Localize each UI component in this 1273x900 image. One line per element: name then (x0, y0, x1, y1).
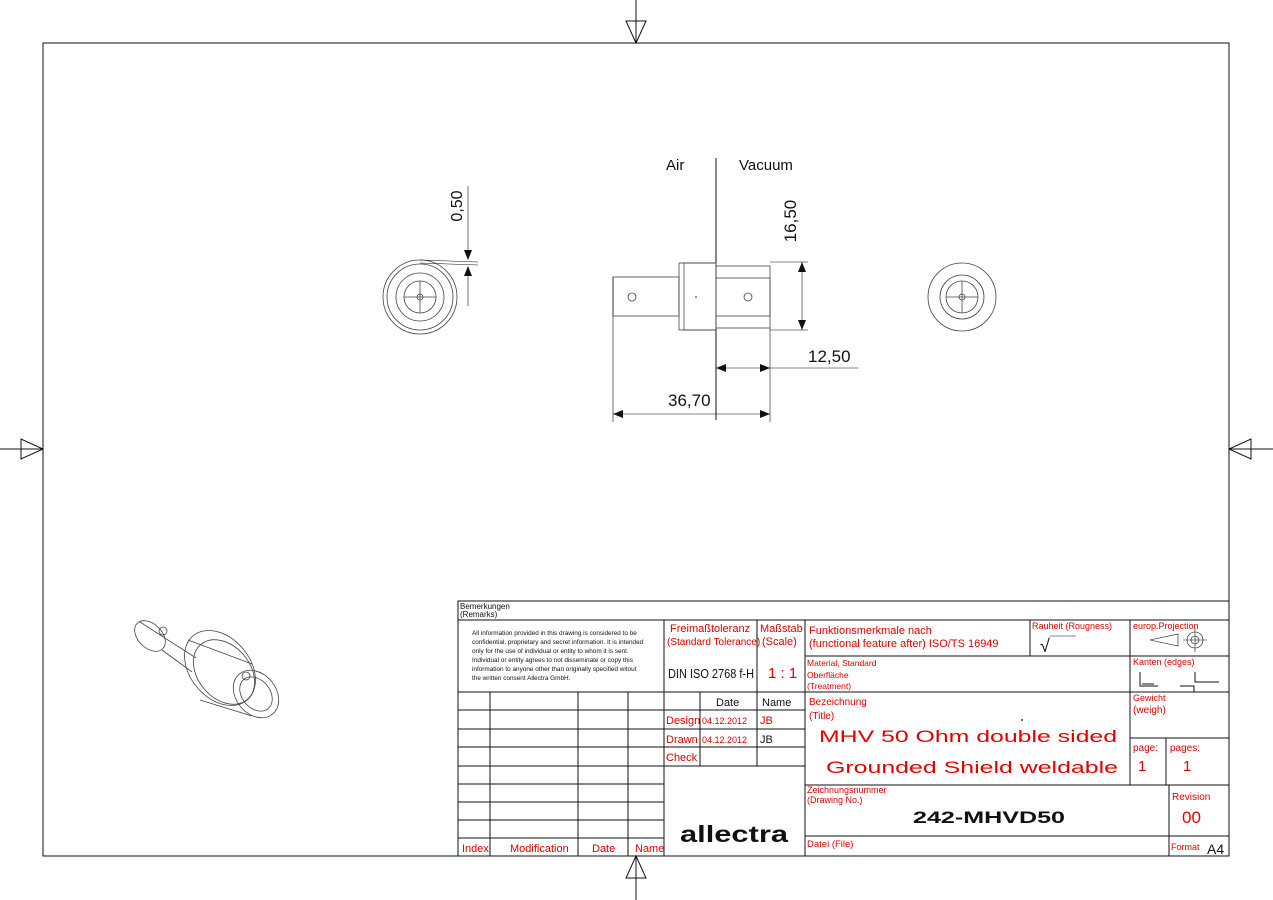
title-block (457, 600, 1230, 857)
confidential-notice: All information provided in this drawing… (472, 630, 644, 682)
flange-dimension: 12,50 (716, 347, 851, 372)
functional-label-en: (functional feature after) ISO/TS 16949 (809, 638, 999, 650)
file-label: Datei (File) (807, 839, 853, 850)
scale-value: 1 : 1 (768, 665, 797, 682)
revision-value: 00 (1182, 808, 1201, 827)
svg-text:only for the use of individual: only for the use of individual or entity… (472, 648, 629, 655)
material-label: Material, Standard (807, 658, 877, 668)
remarks-label-en: (Remarks) (460, 610, 498, 619)
air-label: Air (666, 157, 684, 174)
dim-length-text: 36,70 (668, 391, 711, 410)
svg-text:All information provided in th: All information provided in this drawing… (472, 630, 637, 637)
rev-date-header: Date (592, 843, 615, 855)
projection-symbol-icon (1149, 628, 1207, 652)
roughness-symbol: √ (1040, 636, 1050, 656)
pages-value: 1 (1183, 758, 1191, 775)
name-header: Name (762, 697, 791, 709)
design-name: JB (760, 715, 773, 727)
dim-flange-text: 12,50 (808, 347, 851, 366)
isometric-view (134, 620, 280, 719)
title-line-1: MHV 50 Ohm double sided (819, 727, 1117, 746)
drawing-no-label: Zeichnungsnummer (807, 785, 887, 795)
weight-label-en: (weigh) (1133, 705, 1166, 716)
revision-label: Revision (1172, 792, 1210, 803)
length-dimension: 36,70 (613, 391, 770, 418)
wall-dimension: 0,50 (449, 186, 472, 306)
title-line-2: Grounded Shield weldable (826, 758, 1118, 777)
scale-label-en: (Scale) (762, 636, 797, 648)
roughness-label: Rauheit (Rougness) (1032, 621, 1112, 631)
height-dimension: 16,50 (781, 200, 806, 330)
allectra-logo: allectra (680, 821, 788, 847)
drawn-name: JB (760, 734, 773, 746)
treatment-label: (Treatment) (807, 681, 851, 691)
modification-header: Modification (510, 843, 569, 855)
left-end-view (382, 259, 479, 335)
remarks-label: Bemerkungen (460, 602, 510, 611)
edges-symbol-icon (1139, 672, 1219, 692)
tolerance-value: DIN ISO 2768 f-H (668, 666, 754, 681)
dim-wall-text: 0,50 (449, 190, 466, 221)
vacuum-label: Vacuum (739, 157, 793, 174)
index-header: Index (462, 843, 489, 855)
svg-text:the written consent Allectra G: the written consent Allectra GmbH. (472, 675, 571, 682)
svg-text:information to anyone other th: information to anyone other than origina… (472, 666, 637, 673)
dim-height-text: 16,50 (781, 200, 800, 243)
drawing-number: 242-MHVD50 (913, 808, 1065, 827)
rev-name-header: Name (635, 843, 664, 855)
side-view: Air Vacuum (612, 157, 858, 422)
edges-label: Kanten (edges) (1133, 657, 1195, 667)
right-end-view (927, 262, 997, 332)
format-value: A4 (1207, 841, 1224, 857)
pages-label: pages: (1170, 743, 1200, 754)
scale-label: Maßstab (760, 623, 803, 635)
drawing-no-label-en: (Drawing No.) (807, 795, 863, 805)
format-label: Format (1171, 842, 1200, 852)
weight-label: Gewicht (1133, 693, 1166, 703)
svg-text:Individual or entity agrees to: Individual or entity agrees to not disse… (472, 657, 633, 664)
projection-label: europ.Projection (1133, 621, 1199, 631)
surface-label: Oberfläche (807, 670, 849, 680)
check-label: Check (666, 752, 698, 764)
page-label: page: (1133, 743, 1158, 754)
page-value: 1 (1138, 758, 1146, 775)
drawn-label: Drawn (666, 734, 698, 746)
tolerance-label: Freimaßtoleranz (670, 623, 750, 635)
svg-text:confidential, proprietary and: confidential, proprietary and secret inf… (472, 639, 644, 646)
date-header: Date (716, 697, 739, 709)
design-label: Design (666, 715, 700, 727)
drawn-date: 04.12.2012 (702, 735, 747, 745)
title-label-en: (Title) (809, 711, 834, 722)
functional-label: Funktionsmerkmale nach (809, 625, 932, 637)
tolerance-label-en: (Standard Tolerance) (667, 637, 760, 648)
design-date: 04.12.2012 (702, 716, 747, 726)
title-label: Bezeichnung (809, 697, 867, 708)
